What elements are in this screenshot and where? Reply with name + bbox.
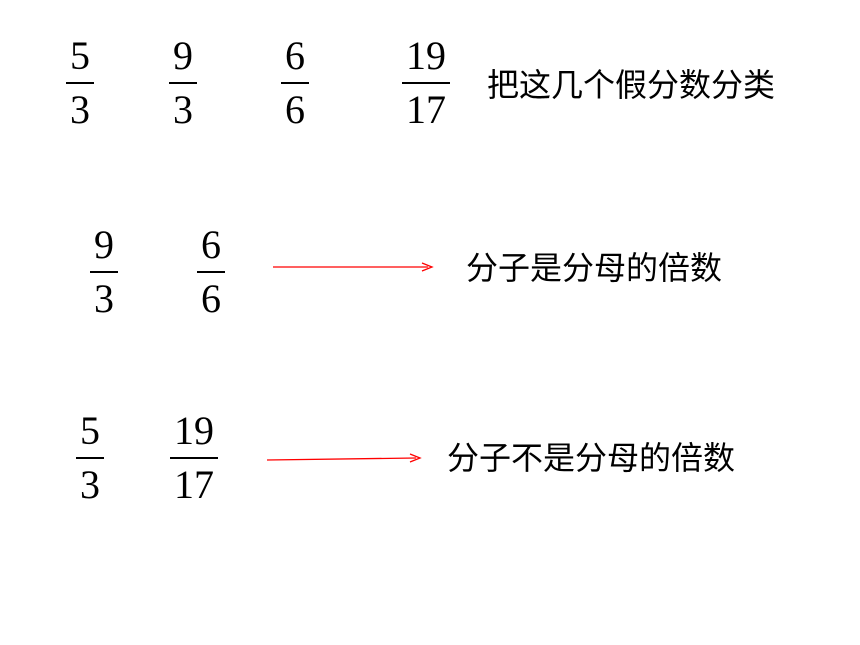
fraction-bar [76,457,104,459]
denominator: 6 [285,87,305,132]
fraction-bar [197,271,225,273]
denominator: 3 [94,276,114,321]
arrow-right-icon [266,453,422,463]
numerator: 6 [285,33,305,78]
fraction-bar [170,457,218,459]
fraction-6-6: 6 6 [281,33,309,132]
numerator: 6 [201,222,221,267]
fraction-bar [402,82,450,84]
denominator: 3 [70,87,90,132]
category-label-not-multiple: 分子不是分母的倍数 [447,439,736,477]
numerator: 19 [174,408,214,453]
fraction-9-3: 9 3 [90,222,118,321]
denominator: 6 [201,276,221,321]
denominator: 17 [406,87,446,132]
denominator: 17 [174,462,214,507]
fraction-5-3: 5 3 [76,408,104,507]
category-label-multiple: 分子是分母的倍数 [466,249,723,287]
denominator: 3 [173,87,193,132]
arrow-right-icon [273,262,434,272]
denominator: 3 [80,462,100,507]
numerator: 9 [173,33,193,78]
fraction-bar [169,82,197,84]
fraction-19-17: 19 17 [170,408,218,507]
fraction-bar [281,82,309,84]
fraction-5-3: 5 3 [66,33,94,132]
fraction-bar [66,82,94,84]
fraction-bar [90,271,118,273]
numerator: 5 [70,33,90,78]
numerator: 19 [406,33,446,78]
numerator: 9 [94,222,114,267]
fraction-9-3: 9 3 [169,33,197,132]
instruction-text: 把这几个假分数分类 [487,66,776,104]
fraction-19-17: 19 17 [402,33,450,132]
fraction-6-6: 6 6 [197,222,225,321]
numerator: 5 [80,408,100,453]
